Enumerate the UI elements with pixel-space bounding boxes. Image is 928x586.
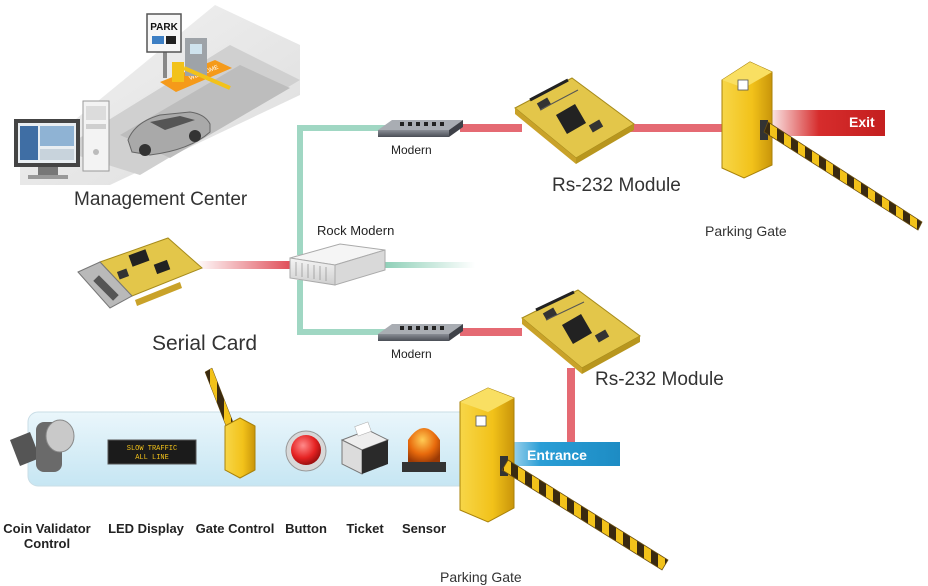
- label-serial-card: Serial Card: [152, 332, 258, 355]
- rack-modem-icon: [289, 243, 386, 286]
- gate-control-icon: [204, 367, 256, 479]
- parking-gate-bottom-icon: [459, 387, 669, 571]
- coin-validator-icon: [10, 419, 75, 472]
- entrance-tag: [498, 442, 620, 466]
- label-parking-gate-bottom: Parking Gate: [440, 569, 522, 585]
- device-label-coin-validator: Coin Validator Control: [3, 521, 91, 551]
- label-management-center: Management Center: [74, 189, 248, 210]
- modem-bottom-icon: [378, 324, 463, 341]
- svg-text:SLOW TRAFFIC: SLOW TRAFFIC: [127, 445, 177, 453]
- led-display-icon: SLOW TRAFFIC ALL LINE: [107, 439, 197, 465]
- connection-lines: [195, 124, 723, 446]
- management-center-illustration: WELCOME PARK: [14, 5, 300, 185]
- label-parking-gate-top: Parking Gate: [705, 223, 787, 239]
- label-rs232-top: Rs-232 Module: [552, 175, 681, 196]
- button-icon: [285, 430, 327, 472]
- label-modem-top: Modern: [391, 143, 432, 157]
- car-icon: [127, 111, 211, 156]
- serial-card-icon: [77, 237, 203, 309]
- device-label-ticket: Ticket: [346, 521, 384, 536]
- svg-text:ALL LINE: ALL LINE: [135, 454, 169, 462]
- label-rock-modem: Rock Modern: [317, 223, 395, 238]
- device-label-sensor: Sensor: [401, 521, 447, 536]
- ticket-icon: [340, 421, 390, 475]
- modem-top-icon: [378, 120, 463, 137]
- park-sign: [146, 13, 182, 53]
- device-label-button: Button: [285, 521, 327, 536]
- parking-gate-top-icon: [721, 61, 923, 231]
- svg-text:PARK: PARK: [150, 22, 178, 33]
- device-label-gate-control: Gate Control: [195, 521, 275, 536]
- label-rs232-bottom: Rs-232 Module: [595, 369, 724, 390]
- rs232-module-top-icon: [514, 77, 635, 164]
- device-label-led-display: LED Display: [108, 521, 184, 536]
- exit-tag-label: Exit: [849, 114, 875, 130]
- label-modem-bottom: Modern: [391, 347, 432, 361]
- rs232-module-bottom-icon: [521, 289, 641, 374]
- sensor-icon: [402, 428, 446, 472]
- entrance-tag-label: Entrance: [527, 447, 587, 463]
- exit-tag: [765, 110, 885, 136]
